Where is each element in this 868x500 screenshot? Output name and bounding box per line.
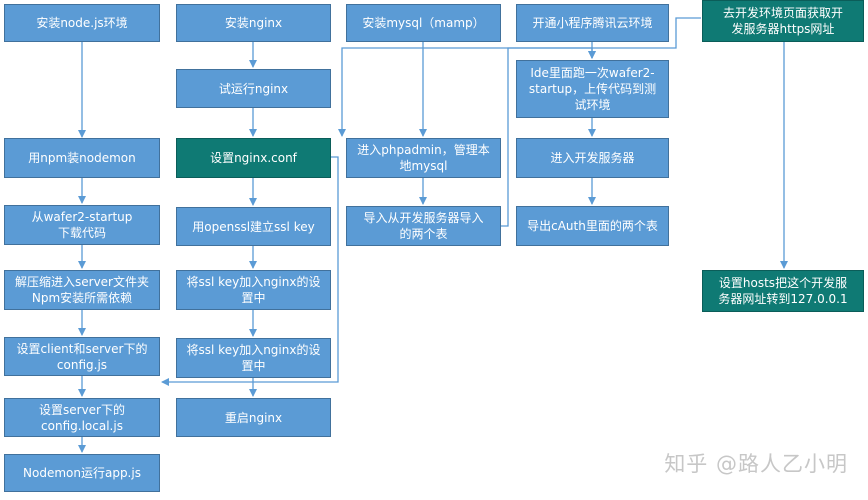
step-config-local: 设置server下的 config.local.js: [4, 398, 160, 437]
step-install-mysql: 安装mysql（mamp）: [346, 4, 501, 42]
step-set-hosts: 设置hosts把这个开发服 务器网址转到127.0.0.1: [702, 270, 864, 312]
step-import-tables: 导入从开发服务器导入 的两个表: [346, 206, 501, 246]
step-install-nginx: 安装nginx: [176, 4, 331, 42]
step-openssl-key: 用openssl建立ssl key: [176, 207, 331, 246]
arrow-c2-to-c1: [161, 156, 339, 386]
step-unzip-install: 解压缩进入server文件夹 Npm安装所需依赖: [4, 270, 160, 310]
step-restart-nginx: 重启nginx: [176, 398, 331, 437]
zhihu-watermark: 知乎 @路人乙小明: [664, 452, 848, 476]
step-nginx-conf: 设置nginx.conf: [176, 138, 331, 178]
step-phpadmin: 进入phpadmin，管理本 地mysql: [346, 138, 501, 178]
step-run-app: Nodemon运行app.js: [4, 454, 160, 492]
step-add-ssl-key-2: 将ssl key加入nginx的设 置中: [176, 338, 331, 378]
step-export-tables: 导出cAuth里面的两个表: [516, 206, 669, 246]
step-download-code: 从wafer2-startup 下载代码: [4, 205, 160, 245]
step-enter-dev-server: 进入开发服务器: [516, 138, 669, 178]
step-npm-nodemon: 用npm装nodemon: [4, 138, 160, 178]
arrow-c5-to-c3: [338, 17, 701, 137]
step-try-nginx: 试运行nginx: [176, 69, 331, 108]
step-tencent-cloud: 开通小程序腾讯云环境: [516, 4, 669, 42]
step-install-node: 安装node.js环境: [4, 4, 160, 42]
step-get-https-url: 去开发环境页面获取开 发服务器https网址: [702, 0, 864, 42]
step-ide-upload: Ide里面跑一次wafer2- startup，上传代码到测 试环境: [516, 60, 669, 118]
step-add-ssl-key-1: 将ssl key加入nginx的设 置中: [176, 270, 331, 310]
step-config-client-server: 设置client和server下的 config.js: [4, 337, 160, 376]
